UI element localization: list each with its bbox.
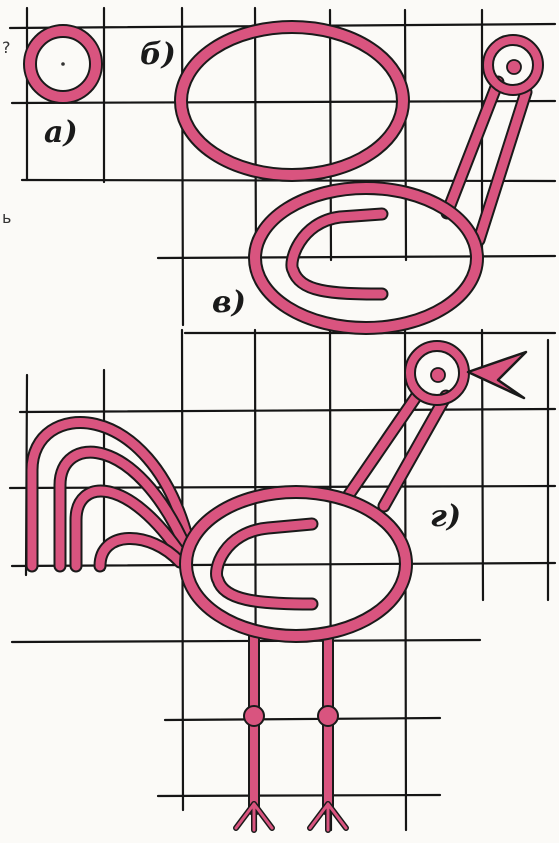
figure-g-knee-right [318,706,338,726]
grid-line-h [165,718,440,720]
figure-v-eye [507,60,521,74]
figure-g-knee-left [244,706,264,726]
grid-line-h [20,409,555,412]
figure-g-beak [468,352,526,398]
label-g: г) [430,502,461,532]
grid-line-h [158,795,440,796]
grid-line-h [12,640,480,642]
figure-g-legs [236,635,346,830]
figure-g-eye [431,368,445,382]
grid-line-h [12,563,555,566]
grid-line-v [405,10,406,260]
grid-line-v [255,8,256,262]
stray-mark-top: ? [2,40,11,56]
stray-mark-mid: ь [2,210,11,226]
grid-line-h [158,256,555,258]
figure-g-tail [32,422,188,566]
figure-a-circle [30,31,96,97]
label-a: а) [44,118,78,148]
figure-a-center-dot [61,62,65,66]
label-v: в) [212,288,246,318]
grid-line-h [12,101,555,103]
grid-line-v [182,8,183,325]
figure-g-bird [32,346,526,830]
label-b: б) [140,40,176,70]
